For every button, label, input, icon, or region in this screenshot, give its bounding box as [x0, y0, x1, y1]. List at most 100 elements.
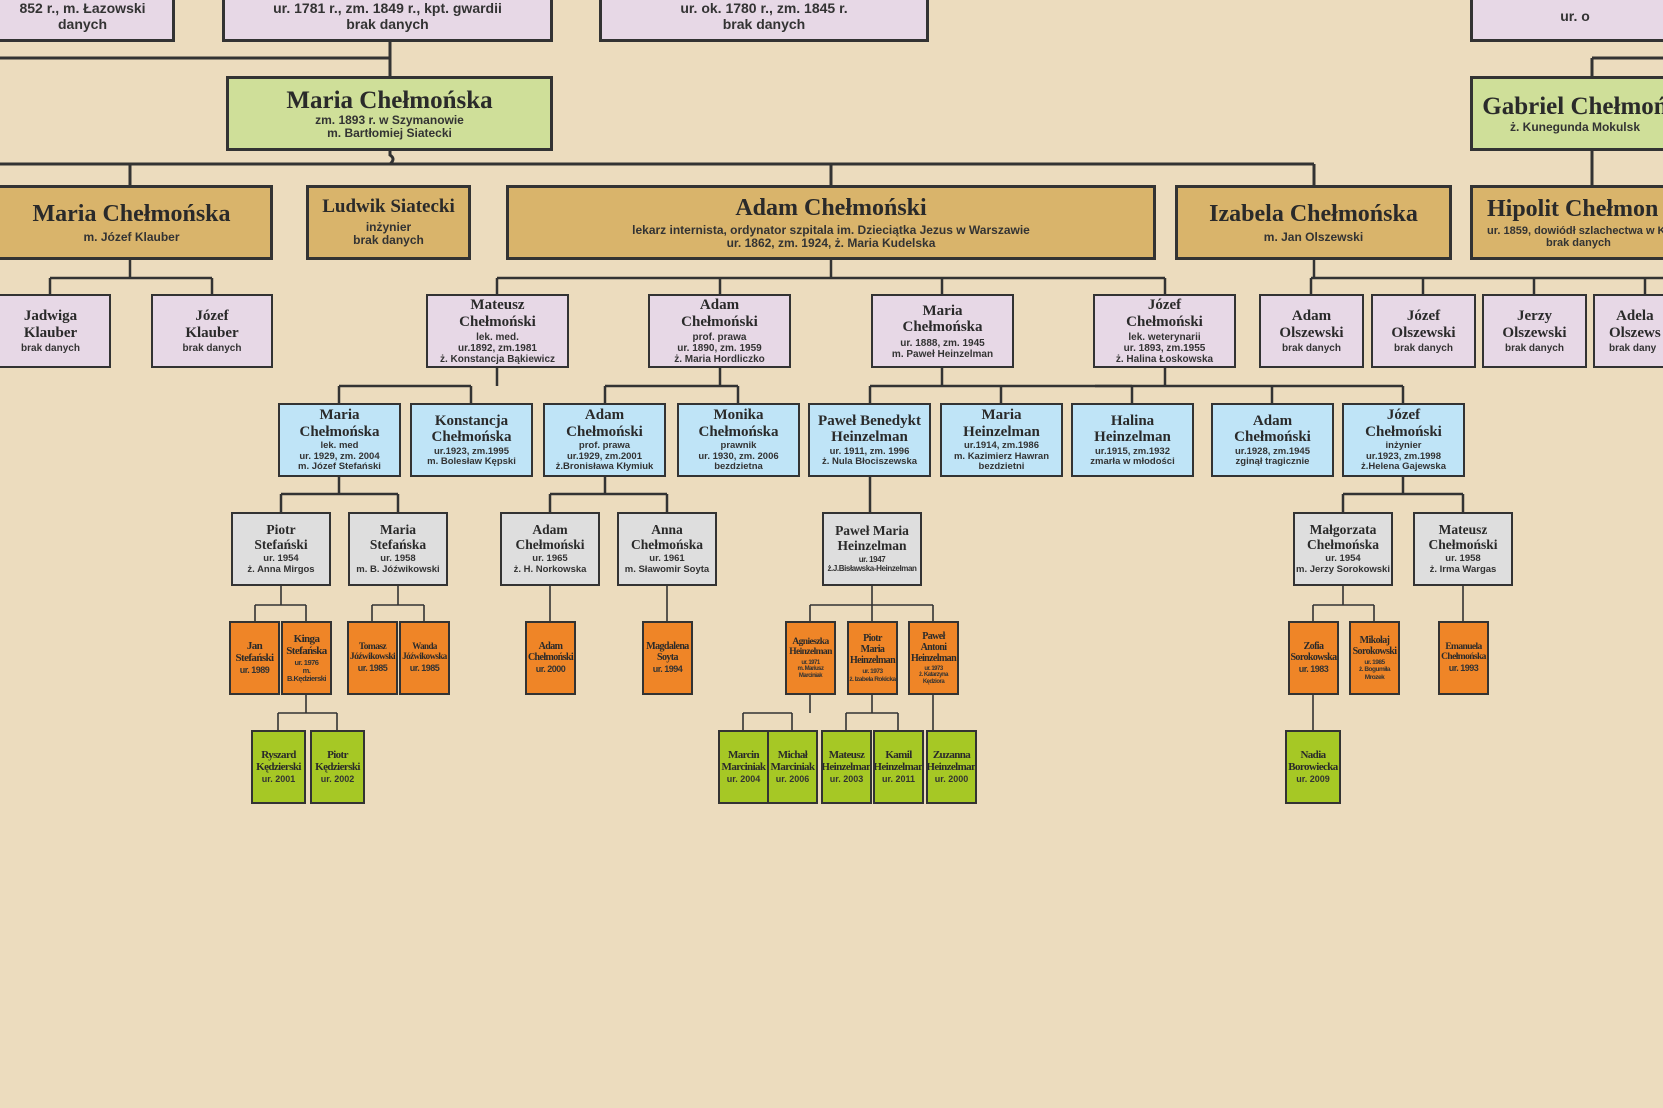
- person-details: ur.1914, zm.1986 m. Kazimierz Hawran bez…: [953, 440, 1050, 473]
- person-details: ur. 1985: [409, 662, 440, 673]
- person-details: lekarz internista, ordynator szpitala im…: [632, 223, 1030, 251]
- person-details: inżynier ur.1923, zm.1998 ż.Helena Gajew…: [1360, 440, 1447, 473]
- person-details: ur. 1973 ż. Izabela Rokicka: [849, 668, 896, 683]
- person-name: Ryszard Kędzierski: [256, 748, 301, 774]
- person-name: Maria Chełmońska: [299, 407, 380, 440]
- person-box-jozef-klauber: Józef Klauber brak danych: [151, 294, 273, 368]
- person-details: ur. 1983: [1298, 664, 1329, 675]
- person-details: ur. 1994: [652, 664, 683, 675]
- person-name: Maria Chełmońska: [902, 302, 983, 336]
- person-details: ur. 2009: [1296, 774, 1330, 785]
- person-details: ur. 2011: [881, 774, 916, 785]
- person-name: Anna Chełmońska: [630, 521, 703, 552]
- person-details: brak danych: [1505, 343, 1564, 354]
- person-details: ur. 1911, zm. 1996 ż. Nula Błociszewska: [821, 445, 918, 467]
- person-name: Maria Heinzelman: [963, 407, 1040, 440]
- person-name: Adam Chełmoński: [566, 407, 643, 440]
- person-name: Tomasz Jóźwikowski: [349, 641, 396, 663]
- person-details: m. Jan Olszewski: [1263, 229, 1364, 244]
- person-details: ur. 1958 ż. Irma Wargas: [1429, 553, 1497, 575]
- person-details: brak danych: [182, 343, 242, 354]
- person-name: Halina Heinzelman: [1094, 412, 1171, 446]
- person-box-adam-olszewski: Adam Olszewski brak danych: [1259, 294, 1364, 368]
- person-name: Adam Chełmoński: [1234, 412, 1311, 446]
- person-name: Ludwik Siatecki: [322, 196, 455, 218]
- person-details: ur. 1976 m. B.Kędzierski: [286, 657, 327, 684]
- person-name: Zofia Sorokowska: [1290, 641, 1337, 664]
- person-name: Piotr Maria Heinzelman: [849, 633, 896, 667]
- person-details: ur.1915, zm.1932 zmarła w młodości: [1090, 445, 1175, 467]
- person-box-jerzy-olszewski: Jerzy Olszewski brak danych: [1482, 294, 1587, 368]
- person-name: Maria Chełmońska: [286, 86, 493, 114]
- person-details: zm. 1893 r. w Szymanowie m. Bartłomiej S…: [315, 113, 464, 141]
- person-name: Józef Klauber: [185, 308, 239, 341]
- person-name: Izabela Chełmońska: [1209, 201, 1418, 228]
- person-details: lek. med. ur.1892, zm.1981 ż. Konstancja…: [439, 332, 556, 365]
- person-box-top-3: ur. ok. 1780 r., zm. 1845 r. brak danych: [599, 0, 929, 42]
- person-details: m. Józef Klauber: [83, 229, 180, 244]
- person-details: ur. 2001: [261, 774, 296, 785]
- person-name: Mateusz Chełmoński: [459, 297, 536, 330]
- person-name: Adam Chełmoński: [735, 194, 927, 221]
- person-name: Piotr Kędzierski: [315, 748, 360, 774]
- person-details: ur. 1888, zm. 1945 m. Paweł Heinzelman: [891, 337, 994, 360]
- person-name: Małgorzata Chełmońska: [1306, 521, 1379, 552]
- person-details: ur. 1947 ż.J.Bisławska-Heinzelman: [827, 555, 917, 573]
- person-name: Adam Olszewski: [1279, 308, 1344, 341]
- person-name: Józef Chełmoński: [1365, 407, 1442, 440]
- person-name: Maria Chełmońska: [32, 201, 231, 228]
- person-details: ur. 1958 m. B. Jóźwikowski: [356, 553, 440, 575]
- person-name: Jerzy Olszewski: [1502, 308, 1567, 341]
- person-name: Kamil Heinzelman: [873, 748, 924, 774]
- person-name: Józef Chełmoński: [1126, 297, 1203, 330]
- connector-line: [388, 151, 395, 166]
- person-name: Gabriel Chełmoń: [1482, 93, 1663, 121]
- person-details: ur. 2006: [775, 774, 810, 785]
- person-details: ur. 1993: [1448, 663, 1479, 674]
- person-name: Mateusz Heinzelman: [821, 748, 872, 774]
- person-name: Agnieszka Heinzelman: [789, 636, 832, 658]
- person-details: ur. 2004: [726, 774, 761, 785]
- person-details: brak danych: [1282, 343, 1341, 354]
- person-details: ur. 1781 r., zm. 1849 r., kpt. gwardii b…: [273, 0, 502, 32]
- person-details: ur. 2003: [829, 774, 864, 785]
- person-details: prof. prawa ur.1929, zm.2001 ż.Bronisław…: [555, 440, 654, 473]
- person-name: Jan Stefański: [235, 639, 275, 665]
- person-name: Konstancja Chełmońska: [431, 412, 512, 446]
- person-name: Wanda Jóźwikowska: [402, 641, 447, 662]
- person-name: Piotr Stefański: [254, 521, 308, 552]
- person-name: Michał Marciniak: [770, 748, 816, 774]
- person-details: ur. 1985: [357, 663, 388, 674]
